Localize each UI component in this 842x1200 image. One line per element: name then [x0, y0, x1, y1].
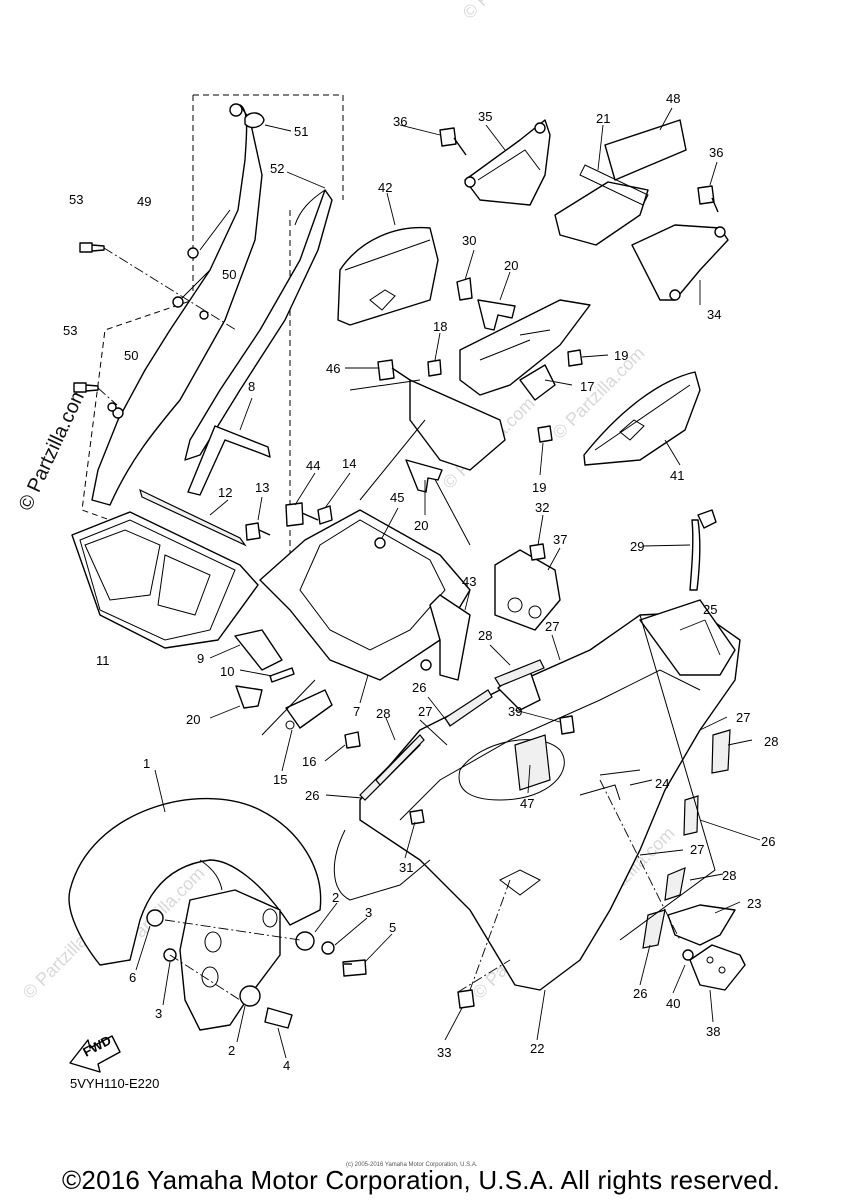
callout-26: 26	[633, 986, 647, 1001]
callout-26: 26	[412, 680, 426, 695]
callout-17: 17	[580, 379, 594, 394]
callout-24: 24	[655, 776, 669, 791]
callout-27: 27	[418, 704, 432, 719]
callout-39: 39	[508, 704, 522, 719]
side-cover-group	[73, 94, 344, 610]
callout-29: 29	[630, 539, 644, 554]
callout-47: 47	[520, 796, 534, 811]
rear-cowl-group	[333, 599, 746, 1009]
callout-52: 52	[270, 161, 284, 176]
callout-53: 53	[63, 323, 77, 338]
callout-18: 18	[433, 319, 447, 334]
callout-48: 48	[666, 91, 680, 106]
svg-text:© Partzilla.com: © Partzilla.com	[0, 0, 69, 15]
callout-3: 3	[365, 905, 372, 920]
callout-5: 5	[389, 920, 396, 935]
callout-2: 2	[332, 890, 339, 905]
callout-35: 35	[478, 109, 492, 124]
callout-9: 9	[197, 651, 204, 666]
copyright-footer: ©2016 Yamaha Motor Corporation, U.S.A. A…	[62, 1165, 780, 1195]
callout-51: 51	[294, 124, 308, 139]
front-fender-group	[68, 797, 367, 1031]
callout-25: 25	[703, 602, 717, 617]
callout-27: 27	[690, 842, 704, 857]
callout-13: 13	[255, 480, 269, 495]
callout-33: 33	[437, 1045, 451, 1060]
callout-4: 4	[283, 1058, 290, 1073]
callout-32: 32	[535, 500, 549, 515]
callout-22: 22	[530, 1041, 544, 1056]
callout-41: 41	[670, 468, 684, 483]
callout-34: 34	[707, 307, 721, 322]
fwd-arrow: FWD	[69, 1033, 121, 1073]
callout-37: 37	[553, 532, 567, 547]
callout-46: 46	[326, 361, 340, 376]
callout-36: 36	[709, 145, 723, 160]
callout-31: 31	[399, 860, 413, 875]
callout-50: 50	[222, 267, 236, 282]
callout-8: 8	[248, 379, 255, 394]
callout-26: 26	[761, 834, 775, 849]
callout-labels: 1 2 2 3 3 4 5 6 7 8 9 10 11 12 13 14 15 …	[63, 91, 778, 1073]
callout-2: 2	[228, 1043, 235, 1058]
block-group	[494, 543, 561, 631]
callout-20: 20	[504, 258, 518, 273]
callout-28: 28	[376, 706, 390, 721]
callout-40: 40	[666, 996, 680, 1011]
callout-1: 1	[143, 756, 150, 771]
callout-12: 12	[218, 485, 232, 500]
callout-50: 50	[124, 348, 138, 363]
diagram-code: 5VYH110-E220	[70, 1076, 160, 1091]
callout-30: 30	[462, 233, 476, 248]
center-stay-group	[235, 277, 591, 709]
callout-15: 15	[273, 772, 287, 787]
callout-3: 3	[155, 1006, 162, 1021]
callout-20: 20	[414, 518, 428, 533]
callout-14: 14	[342, 456, 356, 471]
upper-side-panels	[337, 226, 701, 466]
svg-text:© Partzilla.com: © Partzilla.com	[459, 0, 559, 23]
callout-28: 28	[764, 734, 778, 749]
callout-28: 28	[722, 868, 736, 883]
callout-7: 7	[353, 704, 360, 719]
callout-16: 16	[302, 754, 316, 769]
callout-36: 36	[393, 114, 407, 129]
callout-6: 6	[129, 970, 136, 985]
leader-lines	[135, 107, 761, 1059]
cable-tie	[689, 509, 717, 591]
small-parts-group	[234, 629, 361, 749]
callout-43: 43	[462, 574, 476, 589]
small-copyright-note: (c) 2005-2016 Yamaha Motor Corporation, …	[346, 1162, 478, 1168]
callout-28: 28	[478, 628, 492, 643]
svg-text:© Partzilla.com: © Partzilla.com	[15, 383, 92, 514]
callout-10: 10	[220, 664, 234, 679]
callout-23: 23	[747, 896, 761, 911]
callout-26: 26	[305, 788, 319, 803]
callout-38: 38	[706, 1024, 720, 1039]
callout-27: 27	[736, 710, 750, 725]
callout-49: 49	[137, 194, 151, 209]
callout-19: 19	[532, 480, 546, 495]
callout-27: 27	[545, 619, 559, 634]
callout-42: 42	[378, 180, 392, 195]
callout-21: 21	[596, 111, 610, 126]
top-bracket-group	[439, 119, 729, 301]
callout-53: 53	[69, 192, 83, 207]
callout-45: 45	[390, 490, 404, 505]
callout-19: 19	[614, 348, 628, 363]
callout-44: 44	[306, 458, 320, 473]
callout-20: 20	[186, 712, 200, 727]
air-duct-group	[71, 425, 271, 649]
callout-11: 11	[96, 653, 110, 668]
